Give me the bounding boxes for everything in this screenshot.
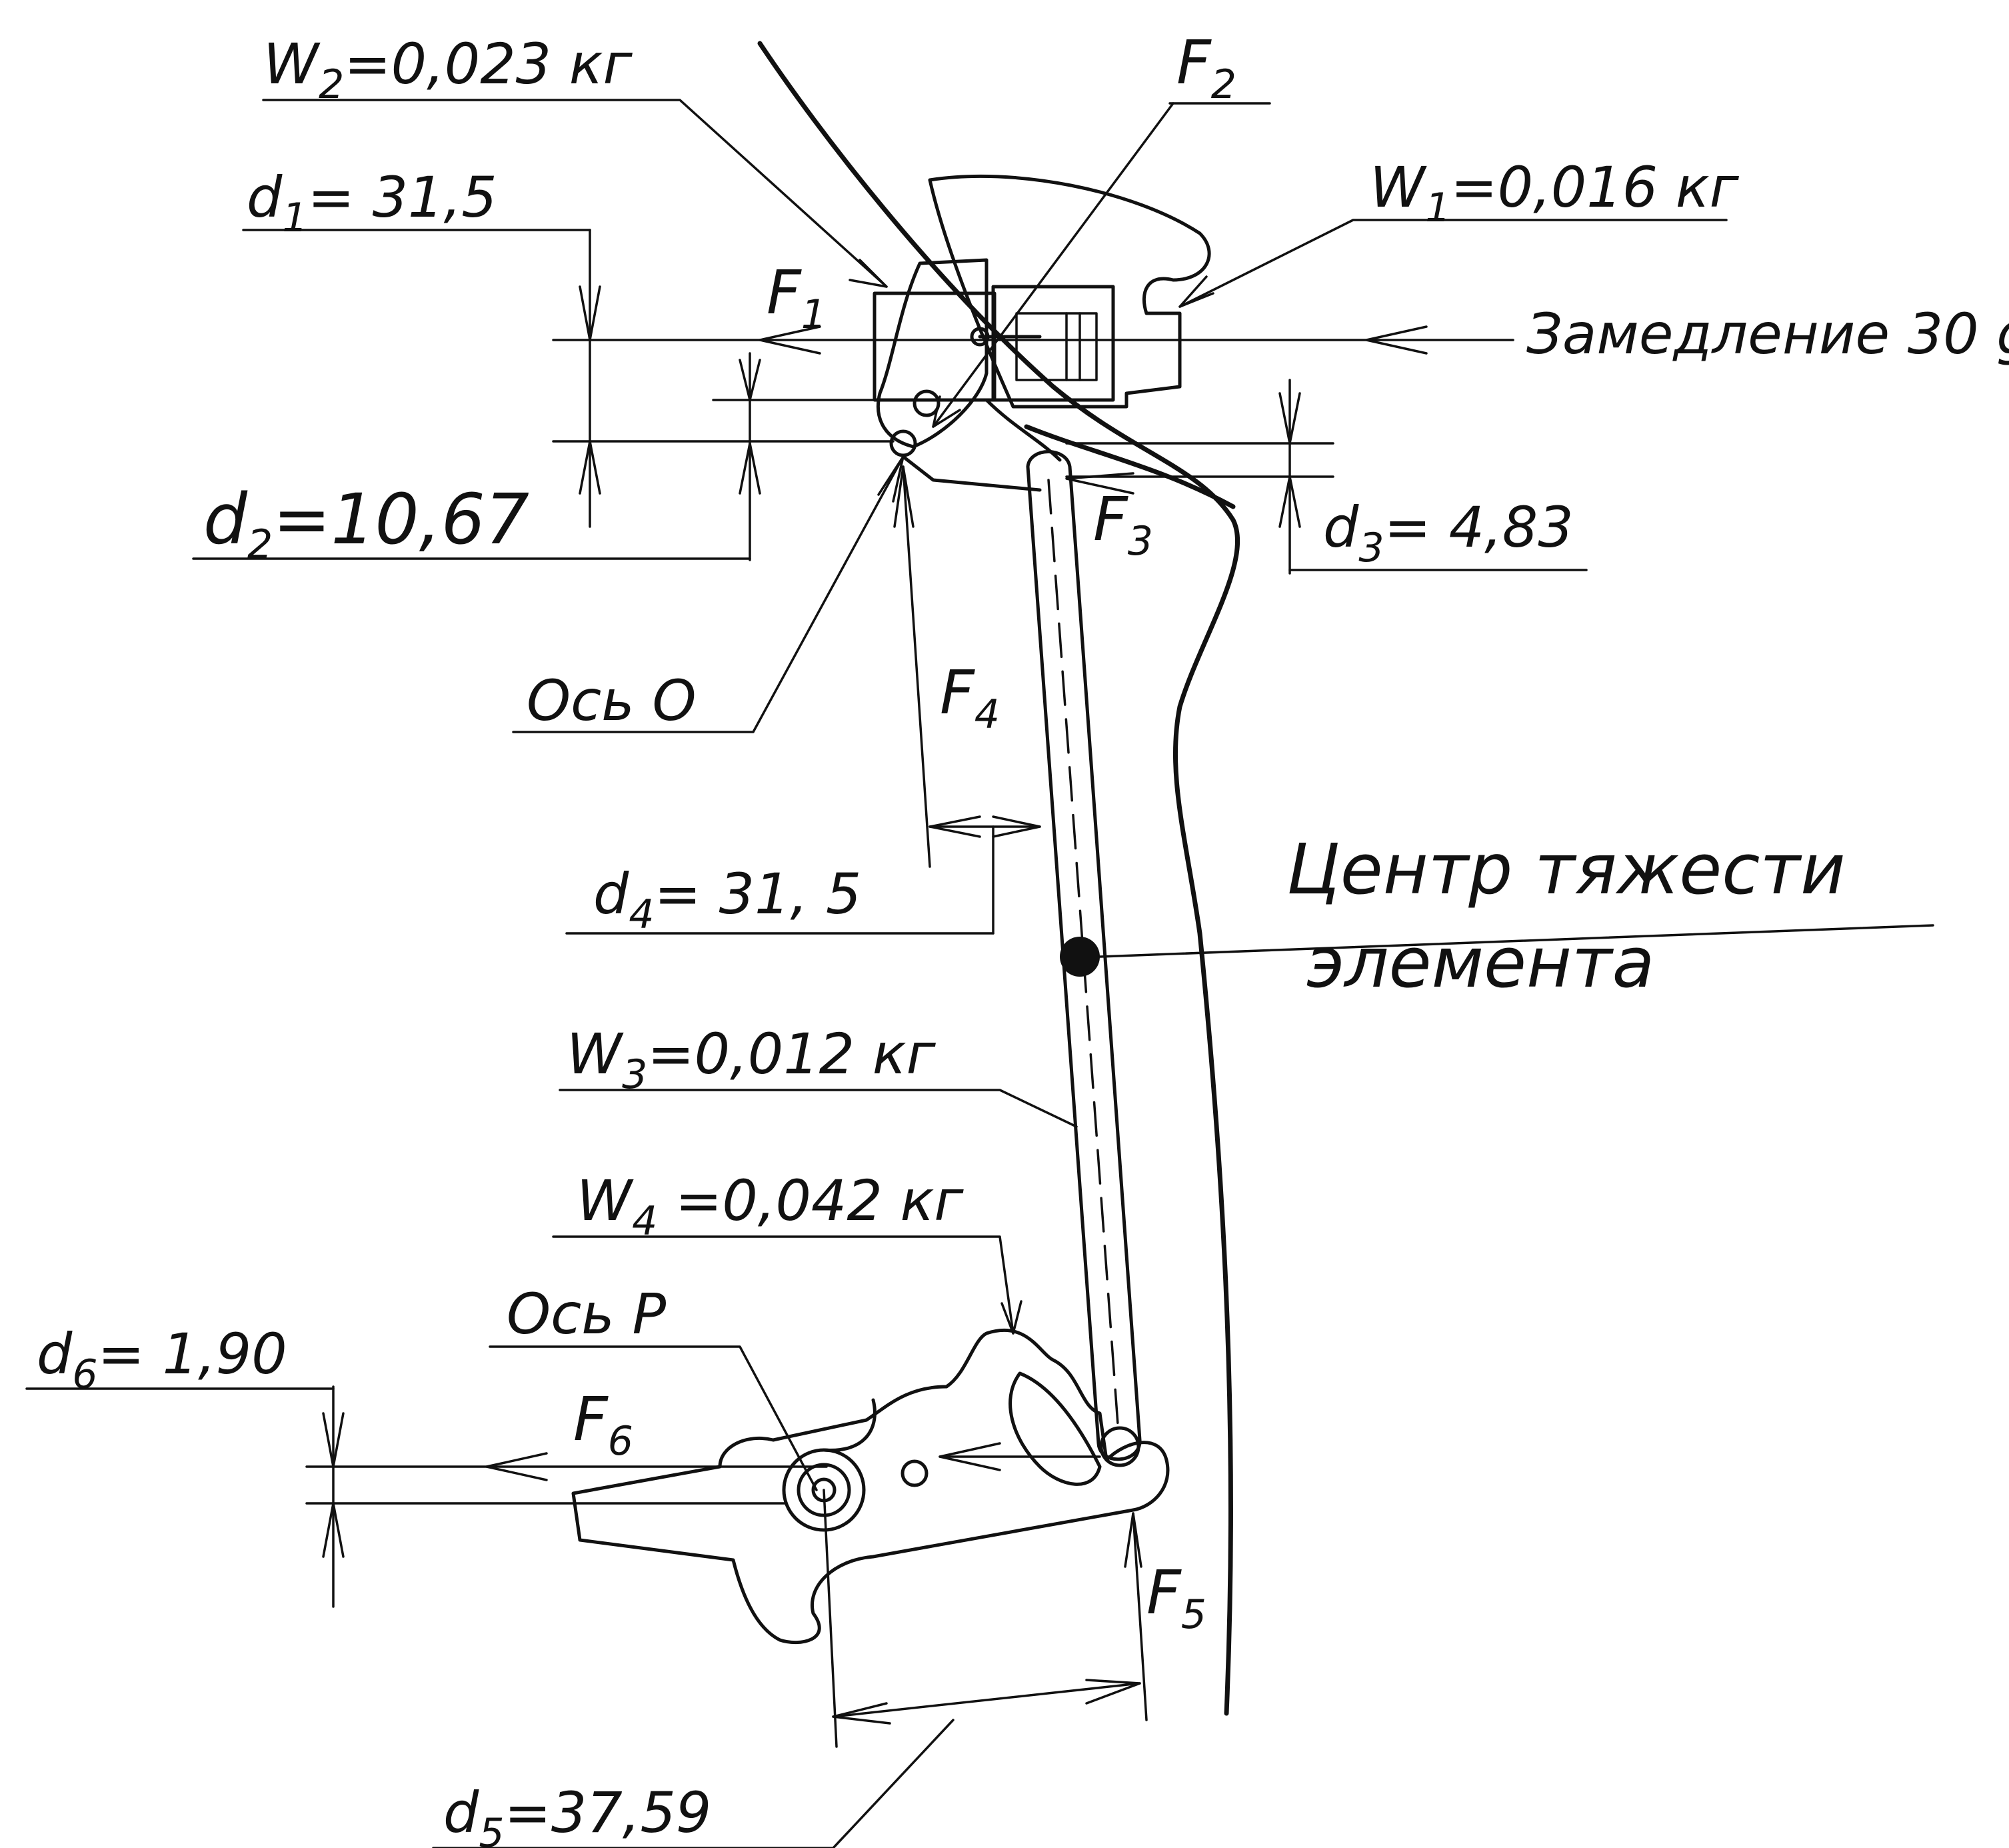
label-w1: W1=0,016 кг	[1370, 155, 1740, 231]
label-f6: F6	[573, 1385, 633, 1465]
leader-lines	[25, 99, 1934, 1848]
label-f2: F2	[1176, 28, 1236, 108]
label-axis-o: Ось О	[527, 668, 697, 733]
labels: W2=0,023 кг F2 W1=0,016 кг d1= 31,5 F1 З…	[37, 28, 2009, 1848]
label-f1: F1	[767, 258, 827, 338]
label-w4: W4 =0,042 кг	[577, 1168, 964, 1245]
label-d4: d4= 31, 5	[593, 861, 861, 938]
label-deceleration: Замедление 30 g	[1526, 301, 2009, 367]
label-d2: d2=10,67	[203, 479, 529, 568]
label-cg-line2: элемента	[1306, 922, 1654, 1003]
label-cg-line1: Центр тяжести	[1286, 829, 1846, 910]
lower-latch	[571, 1328, 1170, 1645]
label-d3: d3= 4,83	[1323, 495, 1574, 571]
label-f5: F5	[1146, 1558, 1206, 1638]
label-f4: F4	[940, 658, 1000, 738]
dimension-lines	[305, 229, 1334, 1748]
body-outline	[757, 41, 1240, 1716]
label-d6: d6= 1,90	[37, 1321, 287, 1398]
label-d5: d5=37,59	[443, 1780, 711, 1848]
force-arrows	[305, 102, 1514, 1721]
upper-latch	[873, 174, 1211, 492]
label-f3: F3	[1093, 485, 1153, 565]
label-axis-p: Ось Р	[507, 1281, 667, 1347]
label-w2: W2=0,023 кг	[263, 31, 633, 108]
label-w3: W3=0,012 кг	[567, 1021, 937, 1098]
center-of-gravity-dot	[1060, 937, 1100, 977]
label-d1: d1= 31,5	[247, 165, 497, 241]
